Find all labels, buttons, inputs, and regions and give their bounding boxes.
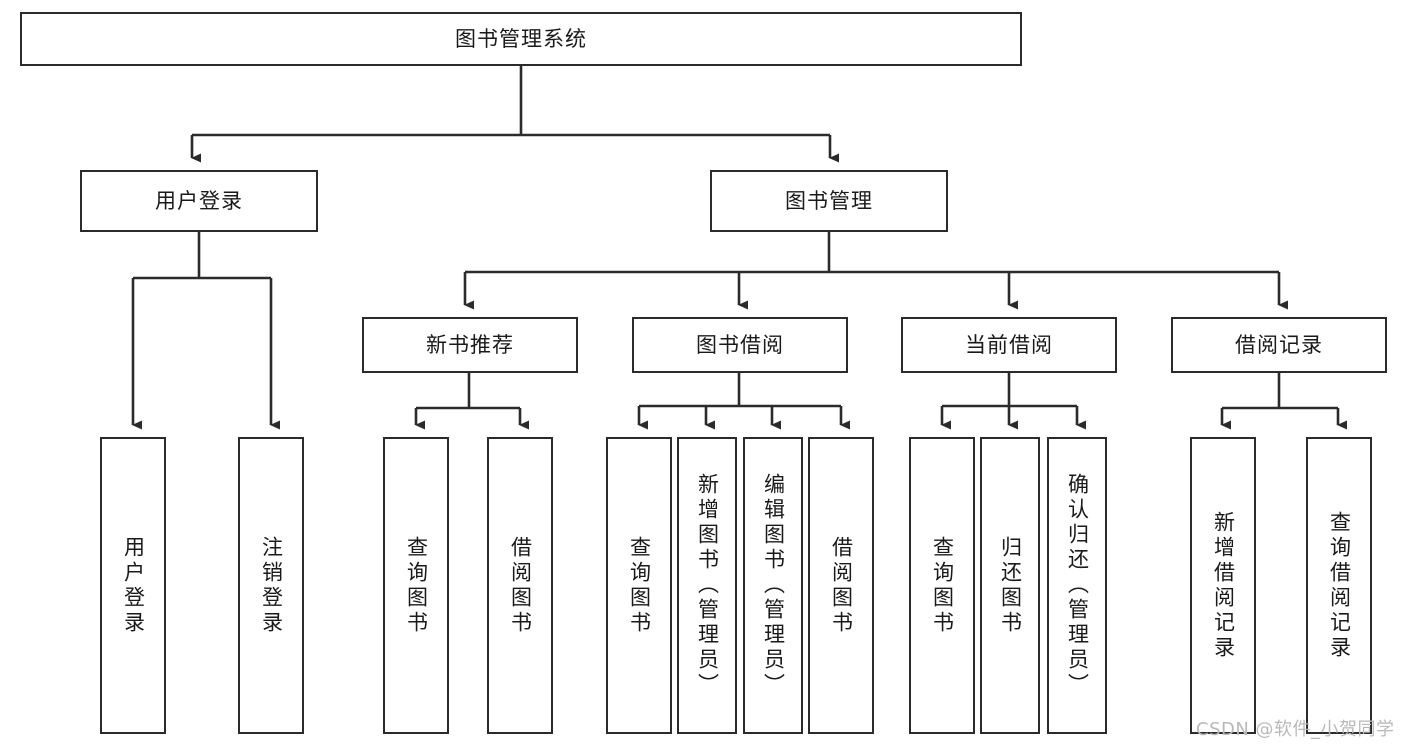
node-book-borrow[interactable]: 图书借阅 — [632, 317, 848, 373]
node-leaf-query-record[interactable]: 查询借阅记录 — [1306, 437, 1372, 734]
node-book-management[interactable]: 图书管理 — [710, 170, 948, 232]
node-leaf-user-login[interactable]: 用户登录 — [100, 437, 166, 734]
node-leaf-borrow-book-2[interactable]: 借阅图书 — [808, 437, 874, 734]
node-leaf-add-record[interactable]: 新增借阅记录 — [1190, 437, 1256, 734]
node-leaf-query-book-2-label: 查询图书 — [627, 535, 652, 636]
node-root-system-label: 图书管理系统 — [455, 26, 587, 51]
node-current-borrow[interactable]: 当前借阅 — [901, 317, 1117, 373]
node-leaf-confirm-return[interactable]: 确认归还（管理员） — [1047, 437, 1107, 734]
node-leaf-confirm-return-label: 确认归还（管理员） — [1065, 473, 1090, 698]
node-leaf-return-book-label: 归还图书 — [998, 535, 1023, 636]
node-leaf-edit-book[interactable]: 编辑图书（管理员） — [743, 437, 803, 734]
node-leaf-query-book-2[interactable]: 查询图书 — [606, 437, 672, 734]
node-leaf-add-book[interactable]: 新增图书（管理员） — [677, 437, 737, 734]
node-leaf-add-book-label: 新增图书（管理员） — [695, 473, 720, 698]
node-leaf-add-record-label: 新增借阅记录 — [1211, 510, 1236, 661]
node-leaf-borrow-book-1-label: 借阅图书 — [508, 535, 533, 636]
node-leaf-query-book-3[interactable]: 查询图书 — [909, 437, 975, 734]
node-leaf-return-book[interactable]: 归还图书 — [980, 437, 1040, 734]
node-book-management-label: 图书管理 — [785, 188, 873, 213]
node-borrow-record-label: 借阅记录 — [1235, 332, 1323, 357]
node-new-book-recommend[interactable]: 新书推荐 — [362, 317, 578, 373]
node-user-login-label: 用户登录 — [155, 188, 243, 213]
node-user-login[interactable]: 用户登录 — [80, 170, 318, 232]
node-leaf-query-record-label: 查询借阅记录 — [1327, 510, 1352, 661]
node-leaf-borrow-book-1[interactable]: 借阅图书 — [487, 437, 553, 734]
node-current-borrow-label: 当前借阅 — [965, 332, 1053, 357]
node-leaf-user-login-label: 用户登录 — [121, 535, 146, 636]
node-leaf-edit-book-label: 编辑图书（管理员） — [761, 473, 786, 698]
node-leaf-query-book-1-label: 查询图书 — [404, 535, 429, 636]
node-root-system[interactable]: 图书管理系统 — [20, 12, 1022, 66]
node-leaf-query-book-1[interactable]: 查询图书 — [383, 437, 449, 734]
node-new-book-recommend-label: 新书推荐 — [426, 332, 514, 357]
node-borrow-record[interactable]: 借阅记录 — [1171, 317, 1387, 373]
node-book-borrow-label: 图书借阅 — [696, 332, 784, 357]
node-leaf-query-book-3-label: 查询图书 — [930, 535, 955, 636]
node-leaf-logout-label: 注销登录 — [259, 535, 284, 636]
node-leaf-borrow-book-2-label: 借阅图书 — [829, 535, 854, 636]
node-leaf-logout[interactable]: 注销登录 — [238, 437, 304, 734]
